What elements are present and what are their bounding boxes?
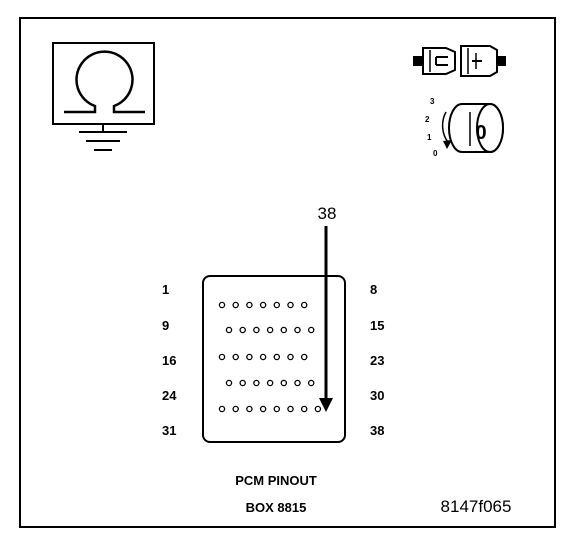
key-position-1: 1	[427, 133, 432, 142]
ohmmeter-icon	[52, 42, 155, 151]
caption-title: PCM PINOUT	[235, 473, 317, 488]
pin-label-left: 16	[162, 353, 176, 368]
ignition-key-icon: 3 2 1 0 0	[425, 97, 504, 158]
pin-grid	[218, 301, 322, 413]
pin-label-right: 30	[370, 388, 384, 403]
connector-pin	[287, 301, 294, 309]
connector-pin	[218, 301, 226, 309]
connector-pin	[225, 379, 233, 387]
connector-pin	[300, 353, 308, 361]
key-position-2: 2	[425, 115, 430, 124]
connector-pin	[307, 379, 315, 387]
pin-label-right: 15	[370, 318, 384, 333]
pin-label-right: 38	[370, 423, 384, 438]
connector-pin	[232, 301, 239, 309]
pin-label-left: 31	[162, 423, 176, 438]
connector-pin	[253, 326, 260, 334]
pin-label-left: 24	[162, 388, 177, 403]
connector-pin	[314, 405, 322, 413]
connector-pin	[239, 379, 246, 387]
connector-pin	[266, 326, 274, 334]
connector-pin	[232, 405, 239, 413]
connector-pin	[259, 405, 267, 413]
connector-pin	[280, 379, 288, 387]
connector-pin	[273, 353, 281, 361]
pcm-connector-face	[202, 275, 346, 443]
figure-id: 8147f065	[441, 497, 512, 516]
connector-pin	[300, 405, 308, 413]
key-position-0: 0	[433, 149, 438, 158]
caption-subtitle: BOX 8815	[246, 500, 307, 515]
pin-label-left: 9	[162, 318, 169, 333]
connector-pin	[259, 353, 267, 361]
key-position-3: 3	[430, 97, 435, 106]
connector-pin	[225, 326, 233, 334]
connector-pin	[287, 405, 294, 413]
connector-pin	[273, 301, 281, 309]
pin-label-right: 23	[370, 353, 384, 368]
disconnected-connector-icon	[413, 45, 506, 77]
pin-label-left: 1	[162, 282, 169, 297]
connector-pin	[307, 326, 315, 334]
connector-pin	[300, 301, 308, 309]
pin-label-right: 8	[370, 282, 377, 297]
connector-pin	[246, 405, 253, 413]
connector-pin	[218, 405, 226, 413]
connector-pin	[232, 353, 239, 361]
connector-pin	[294, 326, 301, 334]
probe-arrow	[319, 226, 333, 412]
key-label: 0	[475, 122, 486, 144]
probe-pin-label: 38	[318, 204, 337, 223]
connector-pin	[246, 353, 253, 361]
connector-pin	[246, 301, 253, 309]
connector-pin	[287, 353, 294, 361]
connector-pin	[239, 326, 246, 334]
connector-pin	[266, 379, 274, 387]
pin-row-labels: 1 8 9 15 16 23 24 30 31 38	[162, 282, 384, 438]
diagram-frame	[19, 17, 556, 528]
connector-pin	[273, 405, 281, 413]
connector-pin	[294, 379, 301, 387]
connector-pin	[253, 379, 260, 387]
connector-pin	[259, 301, 267, 309]
connector-pin	[280, 326, 288, 334]
connector-pin	[218, 353, 226, 361]
